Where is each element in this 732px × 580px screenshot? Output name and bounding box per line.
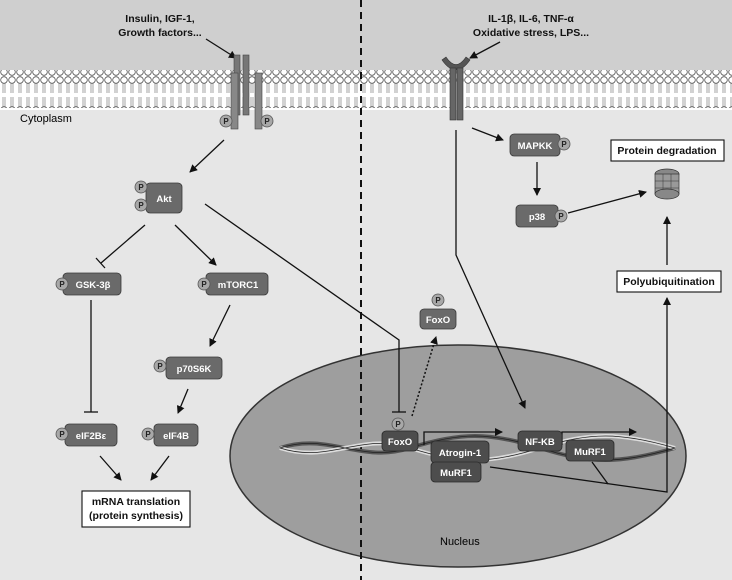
- nfkb-node: [517, 430, 563, 452]
- mtorc1-phospho-label: P: [201, 280, 207, 289]
- receptor-phospho-left: [219, 114, 233, 128]
- transcription-arrow-atrogin: [423, 428, 503, 445]
- mtorc1-label: mTORC1: [218, 280, 259, 291]
- extracellular-region: [0, 0, 732, 70]
- p70s6k-label: p70S6K: [177, 364, 212, 375]
- p38-label: p38: [529, 212, 545, 223]
- eif4b-phospho: [141, 427, 155, 441]
- stimulus-right-line1: IL-1β, IL-6, TNF-α: [488, 13, 574, 25]
- eif2be-label: eIF2Bε: [76, 431, 107, 442]
- mrna-translation-line1: mRNA translation: [92, 496, 180, 508]
- foxo-nuc-node: [381, 430, 419, 452]
- foxo-nuc-phospho-label: P: [395, 420, 401, 429]
- p70s6k-phospho-label: P: [157, 362, 163, 371]
- akt-phospho-bottom: [134, 198, 148, 212]
- proteasome-icon: [654, 168, 680, 200]
- polyubiquitination-label: Polyubiquitination: [623, 276, 715, 288]
- arrow-receptor-akt: [189, 139, 225, 173]
- arrow-stimulus-left: [205, 38, 237, 59]
- foxo-cyto-phospho: [431, 293, 445, 307]
- murf1-connector: [591, 461, 609, 485]
- nucleus-label: Nucleus: [440, 536, 480, 548]
- mapkk-label: MAPKK: [518, 141, 553, 152]
- p38-phospho-label: P: [558, 212, 564, 221]
- eif2be-phospho: [55, 427, 69, 441]
- eif4b-label: eIF4B: [163, 431, 189, 442]
- arrow-akt-mtorc1: [174, 224, 217, 266]
- inhibit-akt-gsk3b-bar: [95, 257, 106, 269]
- receptor-phospho-right: [260, 114, 274, 128]
- murf1-b-node: [565, 439, 615, 462]
- stimulus-left-line1: Insulin, IGF-1,: [125, 13, 195, 25]
- arrow-ligases-polyub: [489, 297, 671, 493]
- foxo-nuc-label: FoxO: [388, 437, 412, 448]
- murf1-b-label: MuRF1: [574, 447, 606, 458]
- polyubiquitination-box: [616, 270, 722, 293]
- mapkk-phospho-label: P: [561, 140, 567, 149]
- akt-phospho-top-label: P: [138, 183, 144, 192]
- cell-membrane: [0, 70, 732, 108]
- cytoplasm-label: Cytoplasm: [20, 113, 72, 125]
- akt-node: [145, 182, 183, 214]
- inhibit-akt-gsk3b: [100, 224, 146, 264]
- arrow-receptor-mapkk: [471, 127, 504, 142]
- protein-degradation-label: Protein degradation: [617, 145, 716, 157]
- gsk3b-label: GSK-3β: [76, 280, 111, 291]
- nfkb-label: NF-KB: [525, 437, 555, 448]
- akt-phospho-bottom-label: P: [138, 201, 144, 210]
- eif2be-phospho-label: P: [59, 430, 65, 439]
- inhibit-akt-foxo: [204, 203, 400, 412]
- gsk3b-phospho: [55, 277, 69, 291]
- stimulus-left-line2: Growth factors...: [118, 27, 202, 39]
- p38-phospho: [554, 209, 568, 223]
- arrow-p70s6k-eif4b: [177, 388, 189, 414]
- receptor-phospho-right-label: P: [264, 117, 270, 126]
- eif4b-phospho-label: P: [145, 430, 151, 439]
- akt-phospho-top: [134, 180, 148, 194]
- protein-degradation-box: [610, 139, 725, 162]
- mapkk-phospho: [557, 137, 571, 151]
- arrow-mtorc1-p70s6k: [209, 304, 231, 347]
- insulin-receptor: [230, 54, 263, 130]
- cytokine-receptor: [441, 56, 471, 121]
- akt-label: Akt: [156, 194, 172, 205]
- murf1-a-node: [430, 461, 482, 483]
- foxo-cyto-label: FoxO: [426, 315, 450, 326]
- mrna-translation-box: [81, 490, 191, 528]
- foxo-nuc-phospho: [391, 417, 405, 431]
- arrow-receptor-nfkb: [455, 130, 526, 409]
- receptor-phospho-left-label: P: [223, 117, 229, 126]
- atrogin1-label: Atrogin-1: [439, 448, 482, 459]
- arrow-foxo-export: [411, 336, 438, 417]
- stimulus-right-line2: Oxidative stress, LPS...: [473, 27, 589, 39]
- arrow-eif2be-mrna: [99, 455, 122, 481]
- mrna-translation-line2: (protein synthesis): [89, 510, 183, 522]
- arrow-eif4b-mrna: [150, 455, 170, 481]
- foxo-cyto-node: [419, 308, 457, 330]
- gsk3b-phospho-label: P: [59, 280, 65, 289]
- arrow-stimulus-right: [469, 41, 501, 59]
- arrow-p38-proteasome: [567, 189, 647, 214]
- murf1-a-label: MuRF1: [440, 468, 472, 479]
- mtorc1-phospho: [197, 277, 211, 291]
- foxo-cyto-phospho-label: P: [435, 296, 441, 305]
- p70s6k-phospho: [153, 359, 167, 373]
